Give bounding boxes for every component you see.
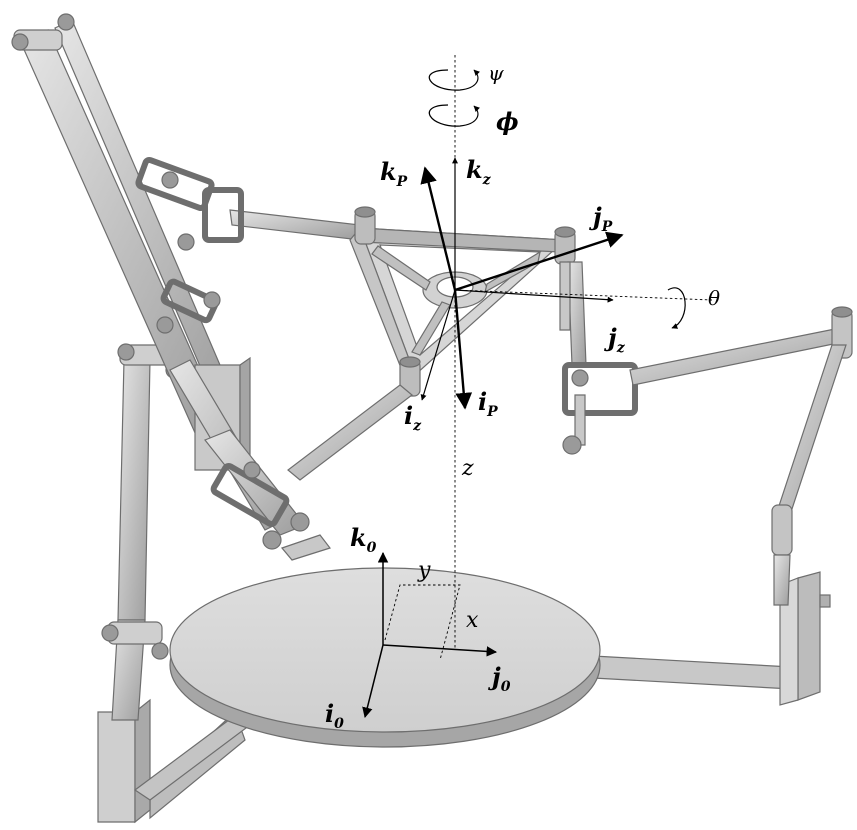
iP-label: iP [478, 387, 498, 420]
jz-label: jz [604, 323, 626, 356]
j0-arrow [382, 644, 498, 657]
z-label: z [461, 456, 474, 481]
iP-arrow [453, 289, 473, 410]
phi-label: ϕ [496, 107, 519, 136]
leg-left-front [101, 343, 183, 721]
psi-arc [428, 69, 480, 91]
i0-arrow [362, 644, 384, 719]
k0-label: k0 [350, 523, 377, 556]
y-label: y [417, 558, 431, 583]
theta-arc [667, 287, 686, 329]
theta-label: θ [708, 286, 720, 310]
leg-left-upper [11, 13, 361, 550]
kz-label: kz [466, 155, 492, 188]
platform-frame-arrows [420, 157, 624, 410]
x-label: x [466, 608, 479, 633]
phi-arc [428, 104, 480, 127]
jz-arrow [454, 289, 614, 303]
i0-label: i0 [325, 699, 344, 732]
leg-center-link [287, 384, 413, 481]
leg-right [559, 261, 853, 606]
jP-arrow [454, 231, 624, 292]
construction-lines [384, 55, 713, 661]
kP-arrow [420, 166, 457, 291]
axis-labels: ψ ϕ kP kz jP jz θ iP iz z y x k0 j0 i0 [325, 61, 720, 732]
jP-label: jP [589, 202, 613, 235]
j0-label: j0 [488, 662, 511, 695]
base-plate [169, 567, 601, 748]
iz-arrow [420, 289, 456, 401]
psi-label: ψ [488, 61, 504, 85]
base-frame-arrows [362, 551, 498, 719]
projection-lines [384, 584, 461, 661]
rotation-arcs [428, 69, 686, 329]
kP-label: kP [380, 157, 408, 190]
iz-label: iz [404, 401, 422, 434]
moving-platform [349, 206, 576, 397]
